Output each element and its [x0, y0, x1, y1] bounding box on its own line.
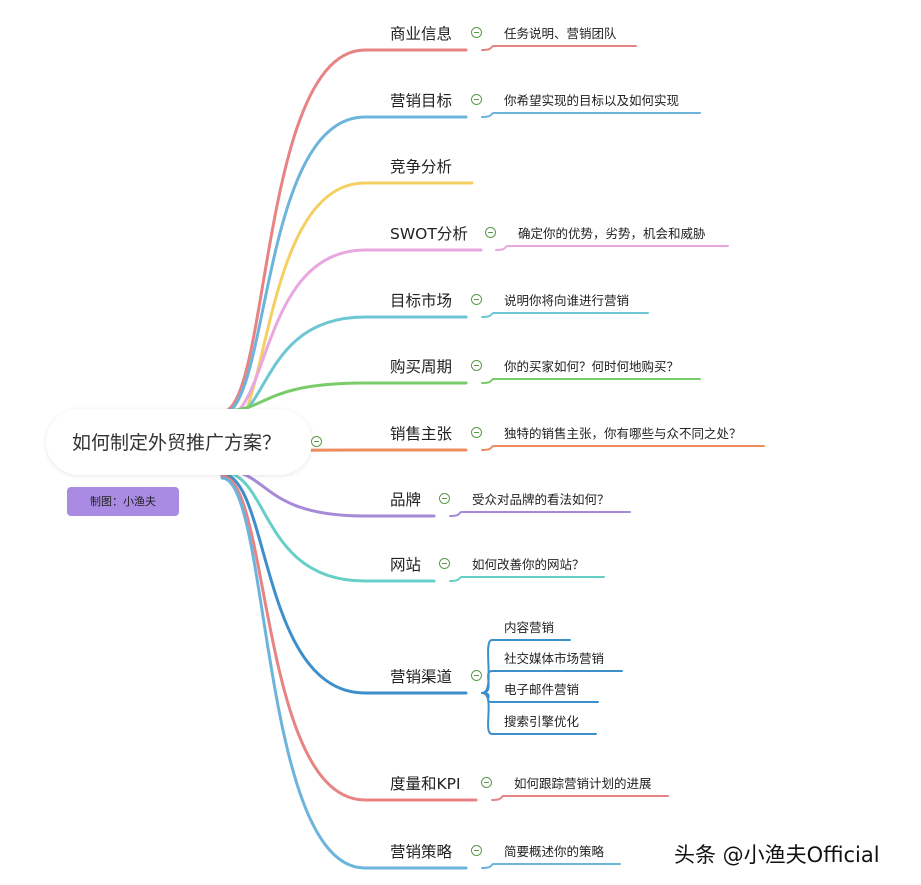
detail-label[interactable]: 搜索引擎优化 [504, 714, 580, 729]
collapse-icon[interactable] [471, 27, 482, 38]
branch-connector [220, 248, 483, 421]
detail-label[interactable]: 你的买家如何？何时何地购买？ [504, 359, 680, 374]
branch-label[interactable]: 网站 [390, 556, 422, 574]
root-node[interactable] [46, 409, 312, 475]
branch-label[interactable]: 商业信息 [390, 25, 453, 43]
root-collapse-icon[interactable] [311, 436, 322, 447]
branch-connector [220, 472, 468, 695]
collapse-icon[interactable] [471, 845, 482, 856]
branch-connector [220, 474, 478, 802]
branch-label[interactable]: 营销目标 [390, 92, 453, 110]
detail-connector [491, 795, 669, 801]
collapse-icon[interactable] [439, 558, 450, 569]
branch-label[interactable]: 度量和KPI [390, 775, 461, 793]
root-title: 如何制定外贸推广方案？ [72, 432, 282, 454]
branch-label[interactable]: 品牌 [390, 491, 422, 509]
branch-label[interactable]: 购买周期 [390, 358, 453, 376]
detail-connector [481, 45, 637, 51]
detail-connector [449, 511, 631, 517]
branch-connector [220, 470, 436, 583]
branch-label[interactable]: SWOT分析 [390, 225, 468, 243]
detail-label[interactable]: 受众对品牌的看法如何？ [472, 492, 610, 507]
branch-label[interactable]: 营销策略 [390, 843, 453, 861]
collapse-icon[interactable] [471, 427, 482, 438]
collapse-icon[interactable] [439, 493, 450, 504]
detail-connector [449, 576, 605, 582]
branch-connector [220, 476, 468, 870]
branch-label[interactable]: 营销渠道 [390, 668, 453, 686]
detail-label[interactable]: 电子邮件营销 [504, 682, 580, 697]
branch-connector [220, 115, 468, 416]
detail-connector [481, 670, 623, 694]
detail-label[interactable]: 你希望实现的目标以及如何实现 [504, 93, 680, 108]
collapse-icon[interactable] [485, 227, 496, 238]
collapse-icon[interactable] [471, 360, 482, 371]
detail-connector [481, 112, 701, 118]
detail-label[interactable]: 内容营销 [504, 620, 555, 635]
detail-label[interactable]: 任务说明、营销团队 [504, 26, 617, 41]
detail-label[interactable]: 如何改善你的网站？ [472, 557, 585, 572]
detail-connector [481, 692, 597, 735]
detail-label[interactable]: 简要概述你的策略 [504, 844, 605, 859]
collapse-icon[interactable] [471, 94, 482, 105]
detail-label[interactable]: 说明你将向谁进行营销 [504, 293, 630, 308]
detail-label[interactable]: 如何跟踪营销计划的进展 [514, 776, 652, 791]
collapse-icon[interactable] [471, 670, 482, 681]
branch-connector [220, 381, 468, 413]
branch-label[interactable]: 目标市场 [390, 292, 453, 310]
collapse-icon[interactable] [481, 777, 492, 788]
branch-label[interactable]: 销售主张 [390, 425, 453, 443]
collapse-icon[interactable] [471, 294, 482, 305]
detail-connector [481, 312, 649, 318]
detail-connector [481, 445, 765, 451]
detail-connector [481, 863, 621, 869]
detail-connector [481, 378, 701, 384]
credit-badge: 制图：小渔夫 [67, 487, 179, 516]
detail-label[interactable]: 独特的销售主张，你有哪些与众不同之处？ [504, 426, 742, 441]
branch-label[interactable]: 竞争分析 [390, 158, 453, 176]
detail-label[interactable]: 社交媒体市场营销 [504, 651, 605, 666]
branch-connector [220, 48, 468, 414]
watermark: 头条 @小渔夫Official [674, 843, 880, 867]
detail-connector [495, 245, 729, 251]
detail-label[interactable]: 确定你的优势，劣势，机会和威胁 [518, 226, 706, 241]
